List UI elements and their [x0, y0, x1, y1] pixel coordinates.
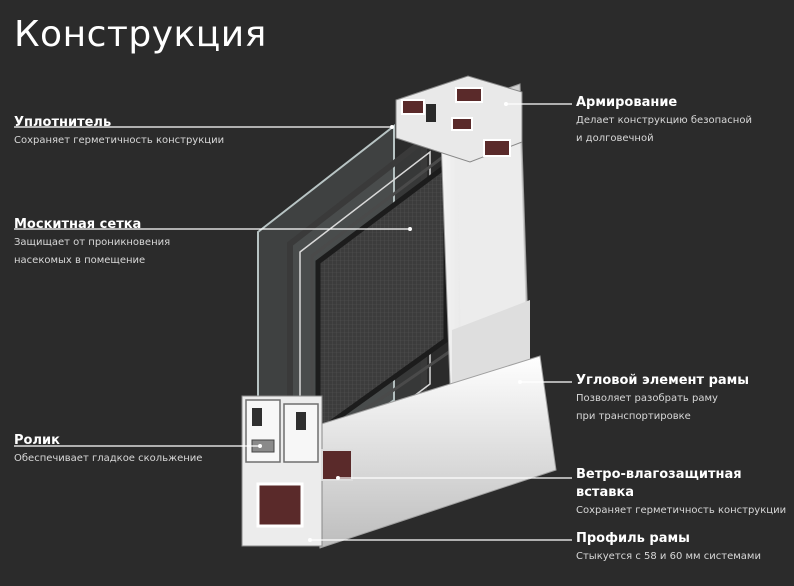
callout-seal: Уплотнитель Сохраняет герметичность конс…: [14, 114, 224, 150]
callout-mesh-desc-line2: насекомых в помещение: [14, 255, 146, 266]
callout-profile-title: Профиль рамы: [576, 531, 690, 546]
callout-seal-title: Уплотнитель: [14, 115, 112, 130]
leader-dot-reinforcement: [504, 102, 508, 106]
callout-reinforcement-desc-line1: Делает конструкцию безопасной: [576, 115, 752, 126]
callout-insert-title: Ветро-влагозащитная вставка: [576, 467, 742, 500]
mosquito-mesh: [315, 161, 449, 437]
callout-corner-title: Угловой элемент рамы: [576, 373, 750, 388]
callout-profile-desc: Стыкуется с 58 и 60 мм системами: [576, 551, 761, 562]
bottom-sash-left: [245, 399, 281, 463]
reinforcement-top-1: [401, 99, 425, 115]
callout-mesh: Москитная сетка Защищает от проникновени…: [14, 216, 170, 270]
reinforcement-top-2: [455, 87, 483, 103]
callout-roller-title: Ролик: [14, 433, 60, 448]
leader-dot-profile: [308, 538, 312, 542]
leader-dot-corner: [518, 380, 522, 384]
leader-dot-roller: [258, 444, 262, 448]
callout-insert-desc: Сохраняет герметичность конструкции: [576, 505, 787, 516]
page-title: Конструкция: [14, 14, 267, 55]
callout-corner-desc-line2: при транспортировке: [576, 411, 691, 422]
reinforcement-top-4: [483, 139, 511, 157]
seal-strip-top: [426, 104, 436, 122]
wind-moisture-insert: [321, 449, 353, 481]
callout-mesh-desc-line1: Защищает от проникновения: [14, 237, 171, 248]
glass-bead-1: [252, 408, 262, 426]
glass-bead-2: [296, 412, 306, 430]
callout-mesh-title: Москитная сетка: [14, 217, 142, 232]
leader-dot-insert: [336, 476, 340, 480]
reinforcement-top-3: [451, 117, 473, 131]
leader-dot-mesh: [408, 227, 412, 231]
callout-corner-desc-line1: Позволяет разобрать раму: [576, 393, 718, 404]
leader-dot-seal: [390, 125, 394, 129]
callout-insert: Ветро-влагозащитная вставка Сохраняет ге…: [576, 466, 794, 520]
callout-seal-desc: Сохраняет герметичность конструкции: [14, 135, 225, 146]
callout-profile: Профиль рамы Стыкуется с 58 и 60 мм сист…: [576, 530, 761, 566]
callout-roller: Ролик Обеспечивает гладкое скольжение: [14, 432, 202, 468]
callout-corner: Угловой элемент рамы Позволяет разобрать…: [576, 372, 749, 426]
callout-reinforcement: Армирование Делает конструкцию безопасно…: [576, 94, 752, 148]
callout-reinforcement-title: Армирование: [576, 95, 678, 110]
reinforcement-bottom: [256, 482, 304, 528]
callout-roller-desc: Обеспечивает гладкое скольжение: [14, 453, 203, 464]
callout-reinforcement-desc-line2: и долговечной: [576, 133, 654, 144]
